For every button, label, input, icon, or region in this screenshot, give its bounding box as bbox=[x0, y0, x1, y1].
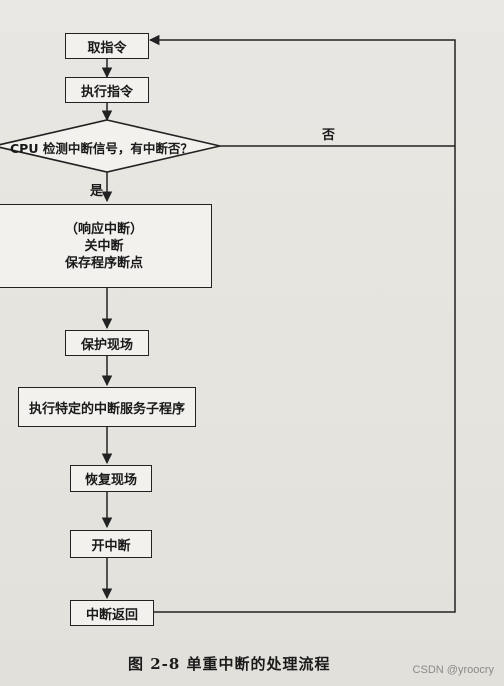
protect-context-label: 保护现场 bbox=[80, 337, 133, 353]
decision-label: CPU 检测中断信号，有中断否？ bbox=[10, 141, 193, 156]
respond-interrupt-box: （响应中断） 关中断 保存程序断点 bbox=[0, 204, 212, 288]
figure-caption: 图 2-8 单重中断的处理流程 bbox=[128, 655, 331, 673]
respond-line-2: 关中断 bbox=[84, 238, 124, 254]
enable-interrupt-label: 开中断 bbox=[91, 538, 131, 554]
respond-line-3: 保存程序断点 bbox=[64, 255, 143, 271]
restore-context-box: 恢复现场 bbox=[70, 465, 152, 492]
execute-instruction-label: 执行指令 bbox=[80, 84, 133, 100]
fetch-instruction-label: 取指令 bbox=[87, 40, 127, 56]
respond-line-1: （响应中断） bbox=[64, 221, 143, 237]
fetch-instruction-box: 取指令 bbox=[65, 33, 149, 59]
yes-label: 是 bbox=[90, 184, 104, 199]
interrupt-service-label: 执行特定的中断服务子程序 bbox=[28, 401, 185, 417]
protect-context-box: 保护现场 bbox=[65, 330, 149, 356]
interrupt-return-box: 中断返回 bbox=[70, 600, 154, 626]
interrupt-return-label: 中断返回 bbox=[85, 607, 138, 623]
execute-instruction-box: 执行指令 bbox=[65, 77, 149, 103]
interrupt-service-box: 执行特定的中断服务子程序 bbox=[18, 387, 196, 427]
arrow-loop-back bbox=[148, 34, 456, 613]
watermark: CSDN @yroocry bbox=[412, 664, 494, 676]
no-label: 否 bbox=[322, 128, 336, 143]
restore-context-label: 恢复现场 bbox=[84, 473, 137, 488]
enable-interrupt-box: 开中断 bbox=[70, 530, 152, 558]
